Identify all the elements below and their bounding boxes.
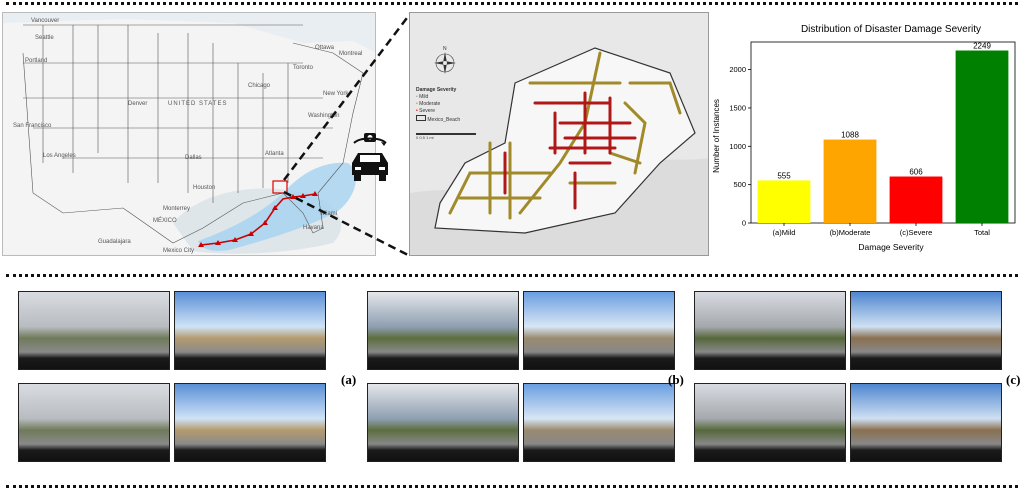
- map-label-montreal: Montreal: [339, 51, 363, 57]
- chart-x-tick-label: (c)Severe: [900, 228, 933, 237]
- chart-y-tick-label: 1500: [729, 103, 746, 112]
- panorama-thumbnail: [18, 291, 170, 370]
- panorama-thumbnail: [694, 383, 846, 462]
- chart-x-tick-label: (b)Moderate: [830, 228, 871, 237]
- street-damage-map: N: [410, 13, 708, 255]
- chart-y-axis-label: Number of Instances: [712, 99, 721, 173]
- chart-value-label: 555: [777, 171, 791, 180]
- panorama-thumbnail: [850, 383, 1002, 462]
- map-label-seattle: Seattle: [35, 35, 54, 41]
- map-label-atlanta: Atlanta: [265, 151, 284, 157]
- map-label-miami: Miami: [321, 211, 337, 217]
- map-legend: Damage Severity • Mild • Moderate • Seve…: [416, 87, 460, 124]
- map-label-san-francisco: San Francisco: [13, 123, 52, 129]
- chart-bar: [889, 176, 943, 223]
- chart-value-label: 2249: [973, 42, 991, 51]
- us-map: Vancouver Seattle Portland San Francisco…: [2, 12, 376, 256]
- chart-bar: [757, 180, 811, 223]
- chart-value-label: 606: [909, 168, 923, 177]
- panorama-thumbnail: [850, 291, 1002, 370]
- map-label-dallas: Dallas: [185, 155, 202, 161]
- chart-bar: [955, 50, 1009, 223]
- middle-divider: [6, 274, 1018, 277]
- panorama-thumbnail: [174, 291, 326, 370]
- map-label-monterrey: Monterrey: [163, 206, 191, 212]
- chart-x-tick-label: Total: [974, 228, 990, 237]
- map-legend-item-mild: • Mild: [416, 94, 429, 100]
- mexico-beach-map: N Damage: [409, 12, 709, 256]
- map-label-havana: Havana: [303, 225, 324, 231]
- map-label-toronto: Toronto: [293, 65, 314, 71]
- top-divider: [6, 2, 1018, 5]
- chart-bar: [823, 139, 877, 223]
- map-label-ottawa: Ottawa: [315, 45, 335, 51]
- map-label-houston: Houston: [193, 185, 216, 191]
- panorama-thumbnail: [694, 291, 846, 370]
- panorama-thumbnail: [18, 383, 170, 462]
- map-label-mexico: MÉXICO: [153, 218, 177, 224]
- group-label: (a): [341, 372, 357, 387]
- chart-axes-frame: [750, 41, 1016, 224]
- chart-y-tick-label: 2000: [729, 65, 746, 74]
- us-map-graphic: [3, 13, 375, 255]
- map-legend-title: Damage Severity: [416, 87, 457, 93]
- map-label-guadalajara: Guadalajara: [98, 239, 131, 245]
- map-legend-item-severe: • Severe: [416, 108, 435, 114]
- chart-value-label: 1088: [841, 131, 859, 140]
- map-legend-item-area: Mexico_Beach: [416, 115, 460, 124]
- map-label-mexico-city: Mexico City: [163, 248, 195, 254]
- map-label-new-york: New York: [323, 91, 349, 97]
- panorama-thumbnail: [367, 383, 519, 462]
- panorama-thumbnail: [174, 383, 326, 462]
- group-label: (c): [1006, 372, 1021, 387]
- map-label-denver: Denver: [128, 101, 148, 107]
- map-scale-bar: 0 0.5 1 mi: [416, 133, 476, 140]
- chart-plot-area: 0 500 1000 1500 2000 555 (a)Mild 1088 (b)Moderat…: [729, 41, 1016, 237]
- chart-y-tick-label: 1000: [729, 142, 746, 151]
- panorama-thumbnail: [523, 291, 675, 370]
- chart-y-tick-label: 500: [733, 180, 746, 189]
- car-camera-icon: [352, 133, 388, 181]
- map-label-chicago: Chicago: [248, 83, 271, 89]
- map-label-washington: Washington: [308, 113, 340, 119]
- map-label-los-angeles: Los Angeles: [43, 153, 76, 159]
- damage-severity-bar-chart: Distribution of Disaster Damage Severity…: [712, 24, 1016, 252]
- panorama-thumbnail: [367, 291, 519, 370]
- map-label-united-states: UNITED STATES: [168, 101, 228, 107]
- bottom-divider: [6, 485, 1018, 488]
- map-label-vancouver: Vancouver: [31, 18, 60, 24]
- svg-text:N: N: [443, 46, 447, 52]
- group-label: (b): [668, 372, 684, 387]
- map-legend-item-moderate: • Moderate: [416, 101, 441, 107]
- chart-x-axis-label: Damage Severity: [858, 242, 924, 252]
- panorama-thumbnail: [523, 383, 675, 462]
- map-label-portland: Portland: [25, 58, 48, 64]
- chart-x-tick-label: (a)Mild: [773, 228, 796, 237]
- chart-y-tick-label: 0: [742, 219, 746, 228]
- chart-title: Distribution of Disaster Damage Severity: [801, 24, 981, 35]
